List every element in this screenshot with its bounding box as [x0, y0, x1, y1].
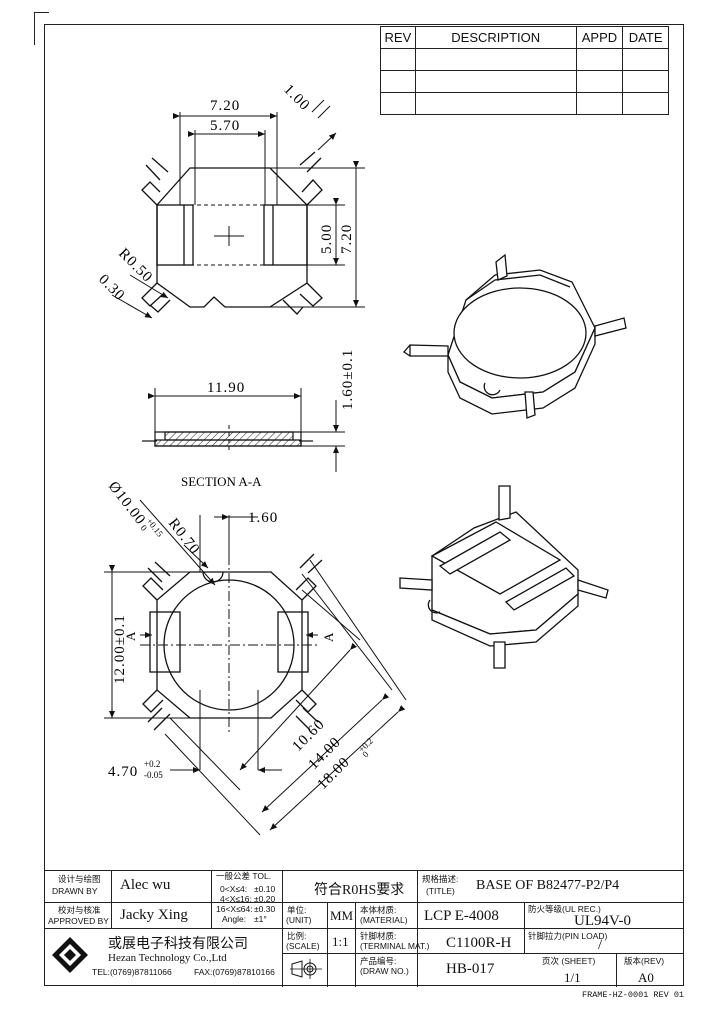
- rev-value: A0: [638, 970, 654, 985]
- drawing-no-value: HB-017: [446, 961, 495, 977]
- title-block: 设计与绘图 DRAWN BY Alec wu 校对与核准 APPROVED BY…: [44, 870, 684, 987]
- unit-label-en: (UNIT): [286, 915, 312, 925]
- company-logo: [50, 935, 90, 975]
- terminal-value: C1100R-H: [446, 935, 512, 951]
- scale-value: 1:1: [332, 934, 349, 949]
- material-label-en: (MATERIAL): [360, 915, 408, 925]
- tolerance-range-4: Angle:: [222, 914, 247, 924]
- section-view: [142, 388, 345, 472]
- dim-overall-tol-lower: 0: [360, 749, 371, 760]
- dim-offset: 0.30: [95, 272, 128, 305]
- section-marker-right: A: [321, 632, 336, 642]
- title-value: BASE OF B82477-P2/P4: [476, 878, 620, 893]
- revision-table: REV DESCRIPTION APPD DATE: [380, 26, 669, 115]
- drawn-by-label-en: DRAWN BY: [52, 886, 98, 896]
- approved-by-value: Jacky Xing: [120, 907, 188, 923]
- company-name-cn: 或展电子科技有限公司: [108, 936, 248, 952]
- scale-label-en: (SCALE): [286, 941, 320, 951]
- drawing-no-label-cn: 产品编号:: [360, 956, 397, 966]
- title-label-cn: 规格描述:: [422, 874, 459, 884]
- company-fax: FAX:(0769)87810166: [194, 967, 275, 977]
- dim-pitch-tol-lower: -0.05: [144, 770, 163, 780]
- tolerance-value-1: ±0.10: [254, 884, 276, 894]
- ul-value: UL94V-0: [574, 913, 631, 929]
- rev-label: 版本(REV): [624, 956, 665, 966]
- sheet-value: 1/1: [564, 970, 581, 985]
- revision-row: [380, 92, 669, 115]
- revision-header-row: REV DESCRIPTION APPD DATE: [380, 26, 669, 49]
- isometric-view-bottom: [399, 485, 609, 669]
- dim-top-height-inner: 5.00: [319, 224, 335, 254]
- material-label-cn: 本体材质:: [360, 905, 397, 915]
- material-value: LCP E-4008: [424, 908, 499, 924]
- projection-symbol: [288, 957, 324, 981]
- company-name-en: Hezan Technology Co.,Ltd: [108, 952, 227, 964]
- bottom-view: [140, 553, 323, 735]
- terminal-label-cn: 针脚材质:: [360, 931, 397, 941]
- approved-by-label-en: APPROVED BY: [48, 916, 109, 926]
- rohs-note: 符合R0HS要求: [314, 883, 405, 898]
- sheet-label: 页次 (SHEET): [542, 956, 596, 966]
- dim-radius-small: R0.50: [115, 246, 155, 286]
- appd-header: APPD: [575, 26, 624, 49]
- tolerance-value-3: ±0.30: [254, 904, 276, 914]
- terminal-label-en: (TERMINAL MAT.): [360, 941, 430, 951]
- dim-top-inner: 5.70: [210, 118, 240, 134]
- company-tel: TEL:(0769)87811066: [92, 967, 172, 977]
- tolerance-range-1: 0<X≤4:: [220, 884, 248, 894]
- pin-load-value: /: [598, 937, 603, 953]
- drawn-by-value: Alec wu: [120, 877, 171, 893]
- approved-by-label-cn: 校对与核准: [58, 905, 101, 915]
- tolerance-title: 一般公差 TOL.: [216, 871, 272, 881]
- dim-section-width: 11.90: [207, 380, 245, 396]
- scale-label-cn: 比例:: [287, 931, 307, 941]
- rev-header: REV: [380, 26, 416, 49]
- dim-bottom-height: 12.00±0.1: [112, 614, 128, 684]
- section-label: SECTION A-A: [181, 474, 262, 489]
- isometric-view-top: [403, 253, 627, 419]
- dim-terminal-pitch: 4.70: [108, 764, 138, 780]
- tolerance-value-2: ±0.20: [254, 894, 276, 904]
- dim-top-height-outer: 7.20: [339, 224, 355, 254]
- tolerance-range-2: 4<X≤16:: [220, 894, 252, 904]
- frame-corner-mark: [34, 12, 49, 45]
- drawing-frame: [44, 24, 684, 986]
- dim-bore-tol-lower: 0: [138, 523, 149, 533]
- tolerance-range-3: 16<X≤64:: [216, 904, 253, 914]
- dim-radius-notch: R0.70: [165, 516, 203, 558]
- dim-pitch-tol-upper: +0.2: [144, 759, 160, 769]
- unit-label-cn: 单位:: [287, 905, 307, 915]
- ul-label: 防火等级(UL REC.): [528, 904, 601, 914]
- drawn-by-label-cn: 设计与绘图: [58, 874, 101, 884]
- section-marker-left: A: [123, 631, 138, 641]
- dim-top-outer: 7.20: [210, 98, 240, 114]
- top-view: [141, 151, 323, 315]
- tolerance-value-4: ±1°: [254, 914, 267, 924]
- dim-notch-width: 1.60: [248, 510, 278, 526]
- dim-bore-diameter: Ø10.00: [105, 479, 149, 529]
- dim-terminal-width: 1.00: [280, 82, 313, 115]
- frame-reference: FRAME-HZ-0001 REV 01: [582, 990, 685, 1000]
- date-header: DATE: [622, 26, 669, 49]
- pin-load-label: 针脚拉力(PIN LOAD): [528, 931, 608, 941]
- description-header: DESCRIPTION: [414, 26, 577, 49]
- drawing-no-label-en: (DRAW NO.): [360, 966, 409, 976]
- title-label-en: (TITLE): [426, 886, 455, 896]
- unit-value: MM: [330, 908, 354, 923]
- dim-section-height: 1.60±0.1: [340, 349, 356, 410]
